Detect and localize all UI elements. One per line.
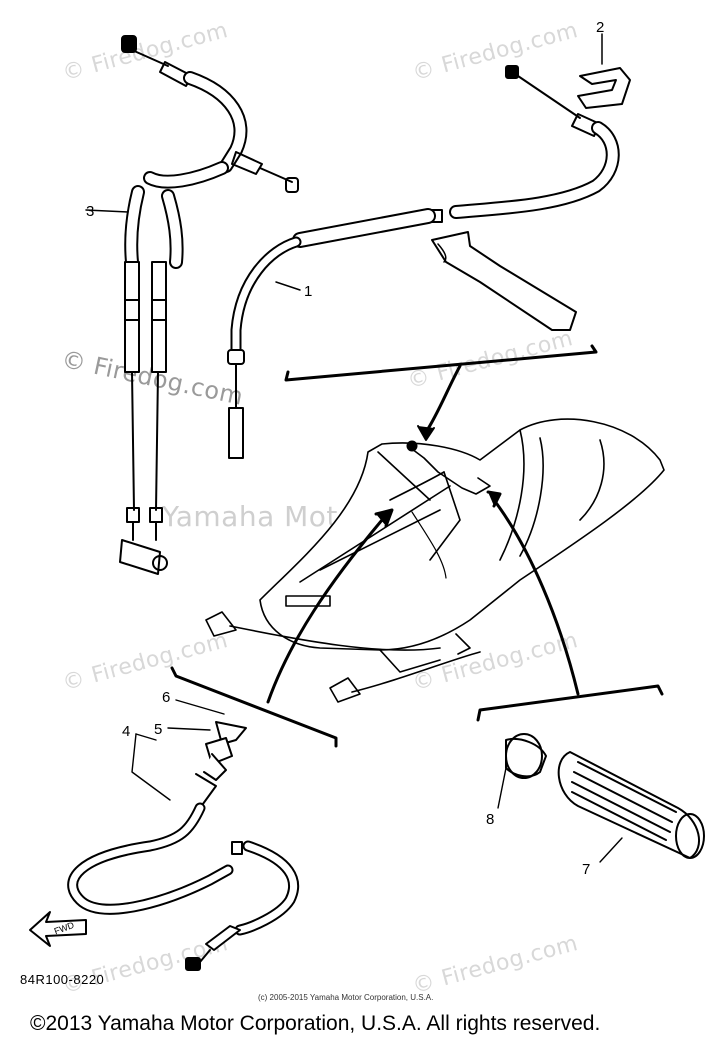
callout-2: 2 <box>596 19 605 36</box>
callout-4: 4 <box>122 723 131 740</box>
clip-2 <box>577 33 631 109</box>
callout-8: 8 <box>486 811 495 828</box>
grip-ring-8 <box>497 733 547 809</box>
speedometer-cable-4 <box>67 699 299 971</box>
fwd-arrow-icon: FWD <box>29 911 87 947</box>
panel-top <box>284 344 598 441</box>
footer-copyright: ©2013 Yamaha Motor Corporation, U.S.A. A… <box>30 1012 601 1035</box>
grip-7 <box>557 751 705 863</box>
snowmobile-body <box>205 418 665 703</box>
panel-left <box>170 666 338 748</box>
cable-1 <box>227 65 620 459</box>
small-copyright: (c) 2005-2015 Yamaha Motor Corporation, … <box>258 993 434 1002</box>
diagram-part-code: 84R100-8220 <box>20 972 105 987</box>
callout-1: 1 <box>304 283 313 300</box>
callout-5: 5 <box>154 721 163 738</box>
callout-7: 7 <box>582 861 591 878</box>
arrows-to-body <box>266 440 580 704</box>
cable-assembly-3 <box>85 35 299 575</box>
callout-3: 3 <box>86 203 95 220</box>
callout-6: 6 <box>162 689 171 706</box>
panel-right <box>476 684 664 722</box>
